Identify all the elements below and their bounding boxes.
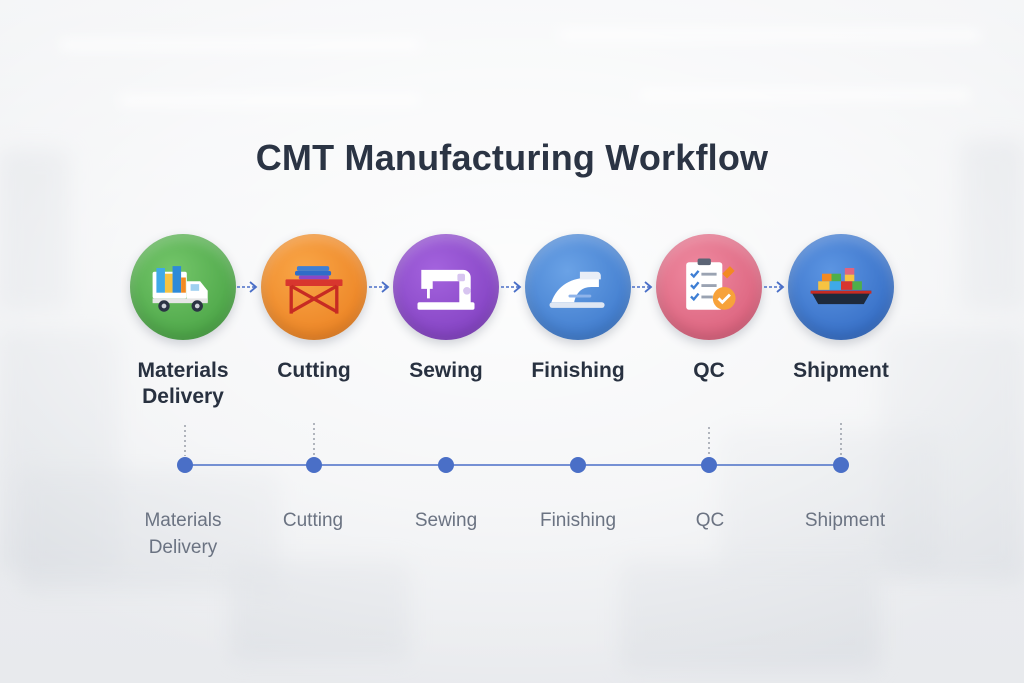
step-circle <box>130 234 236 340</box>
step-circle <box>261 234 367 340</box>
arrow-right-icon <box>632 281 653 293</box>
step-circle <box>656 234 762 340</box>
cargo-ship-icon <box>810 268 872 305</box>
timeline-label-materials-delivery: Materials Delivery <box>144 510 222 558</box>
page-title: CMT Manufacturing Workflow <box>255 137 769 178</box>
step-finishing: Finishing <box>503 234 653 384</box>
step-label: Cutting <box>277 359 351 382</box>
delivery-truck-icon <box>152 266 208 312</box>
step-label: Finishing <box>531 359 625 382</box>
sewing-machine-icon <box>417 269 475 310</box>
arrow-right-icon <box>237 281 258 293</box>
checklist-icon <box>686 258 736 310</box>
timeline-label-qc: QC <box>695 510 725 531</box>
iron-icon <box>549 271 605 308</box>
step-label: Materials Delivery <box>137 359 229 408</box>
timeline-label-shipment: Shipment <box>804 510 886 531</box>
step-circle <box>525 234 631 340</box>
step-qc: QC <box>634 234 784 384</box>
cutting-table-icon <box>285 266 343 314</box>
step-circle <box>788 234 894 340</box>
step-shipment: Shipment <box>766 234 916 384</box>
step-materials-delivery: Materials Delivery <box>108 234 258 410</box>
arrow-right-icon <box>369 281 390 293</box>
arrow-right-icon <box>501 281 522 293</box>
step-sewing: Sewing <box>371 234 521 384</box>
step-label: QC <box>693 359 725 382</box>
timeline-label-cutting: Cutting <box>282 510 344 531</box>
arrow-right-icon <box>764 281 785 293</box>
step-label: Shipment <box>793 359 889 382</box>
step-circle <box>393 234 499 340</box>
timeline-label-sewing: Sewing <box>414 510 478 531</box>
timeline-label-finishing: Finishing <box>539 510 617 531</box>
step-cutting: Cutting <box>239 234 389 384</box>
step-label: Sewing <box>409 359 483 382</box>
